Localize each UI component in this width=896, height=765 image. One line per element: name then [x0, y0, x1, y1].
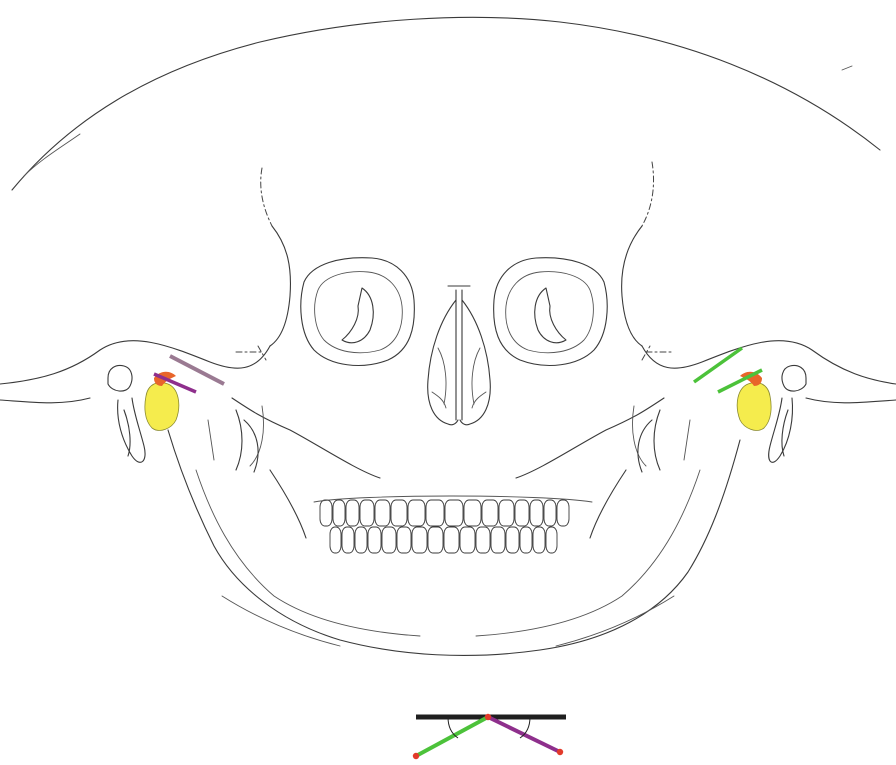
cranial-outline: [12, 17, 880, 190]
maxilla-contours: [232, 398, 664, 478]
green-angle-segment: [416, 717, 488, 756]
left-tmj: [145, 356, 224, 430]
tooth: [476, 527, 490, 553]
tooth: [530, 500, 543, 526]
vertex-point: [485, 714, 491, 720]
tooth: [491, 527, 505, 553]
tooth: [408, 500, 425, 526]
ramus-details: [208, 410, 690, 472]
right-end-point: [557, 749, 563, 755]
temporal-contours: [261, 162, 654, 346]
tooth: [444, 527, 459, 553]
tooth: [426, 500, 444, 526]
tooth: [460, 527, 475, 553]
tooth: [546, 527, 557, 553]
tooth: [544, 500, 556, 526]
right-orbit: [494, 258, 608, 366]
right-green-line-upper: [694, 348, 742, 382]
tooth: [428, 527, 443, 553]
tooth: [499, 500, 514, 526]
tooth: [320, 500, 332, 526]
tooth: [533, 527, 545, 553]
tooth: [520, 527, 532, 553]
nasal-cavity: [428, 286, 491, 425]
tooth: [412, 527, 427, 553]
tooth: [464, 500, 481, 526]
tooth: [346, 500, 359, 526]
right-temporal-bone: [769, 366, 806, 463]
tooth: [382, 527, 396, 553]
tooth: [482, 500, 498, 526]
tooth: [557, 500, 569, 526]
tooth: [515, 500, 529, 526]
tooth: [333, 500, 345, 526]
tooth: [397, 527, 411, 553]
angle-diagram: [413, 714, 566, 759]
left-temporal-bone: [108, 366, 145, 463]
tooth: [342, 527, 354, 553]
left-condyle: [145, 383, 179, 431]
tooth: [360, 500, 374, 526]
tooth: [368, 527, 381, 553]
tooth: [445, 500, 463, 526]
tooth: [375, 500, 390, 526]
left-end-point: [413, 753, 419, 759]
dentition: [314, 496, 592, 553]
right-condyle: [737, 383, 771, 431]
tooth: [330, 527, 341, 553]
left-mauve-line: [170, 356, 224, 384]
left-orbit: [301, 258, 415, 366]
tooth: [391, 500, 407, 526]
tooth: [355, 527, 367, 553]
tooth: [506, 527, 519, 553]
